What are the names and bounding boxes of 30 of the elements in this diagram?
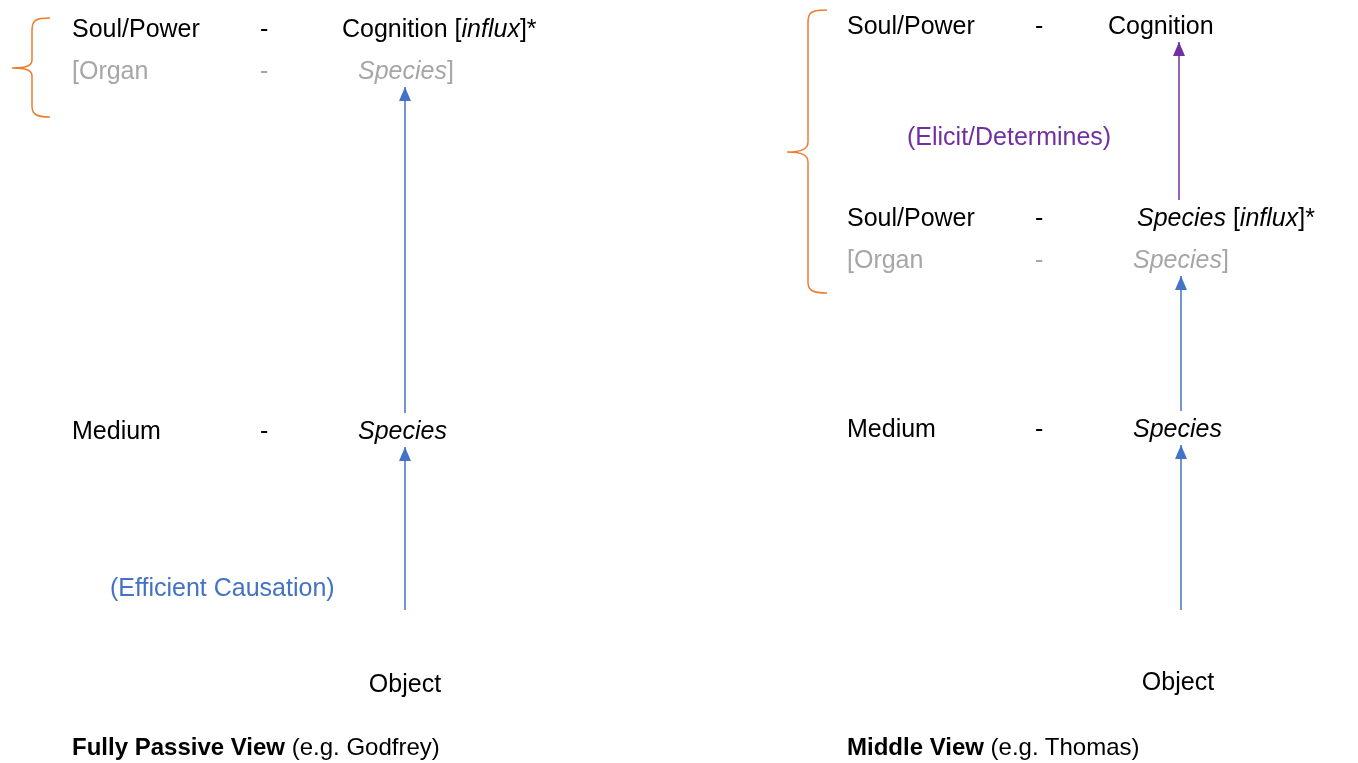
dash-separator: - (1035, 244, 1044, 275)
caption: Middle View (e.g. Thomas) (847, 732, 1140, 762)
dash-separator: - (260, 415, 269, 446)
term-label: Cognition [influx]* (342, 13, 537, 44)
term-label: Species [influx]* (1137, 202, 1315, 233)
term-label: Species (358, 415, 447, 446)
dash-separator: - (1035, 413, 1044, 444)
term-label: Soul/Power (847, 202, 975, 233)
dash-separator: - (260, 13, 269, 44)
term-label: Medium (847, 413, 936, 444)
term-label: Medium (72, 415, 161, 446)
term-label: Soul/Power (847, 10, 975, 41)
arrow (399, 86, 411, 414)
term-label: Soul/Power (72, 13, 200, 44)
arrow (1175, 444, 1187, 611)
term-label: Cognition (1108, 10, 1214, 41)
text-label: Object (1128, 664, 1228, 698)
term-label: Species (1133, 413, 1222, 444)
dash-separator: - (260, 55, 269, 86)
term-label: [Organ (847, 244, 924, 275)
text-label: Object (355, 666, 455, 700)
arrow (1175, 275, 1187, 412)
arrow (1173, 41, 1185, 201)
dash-separator: - (1035, 202, 1044, 233)
term-label: Species] (1133, 244, 1229, 275)
caption: Fully Passive View (e.g. Godfrey) (72, 732, 440, 762)
term-label: Species] (358, 55, 454, 86)
arrow (399, 446, 411, 611)
term-label: [Organ (72, 55, 149, 86)
dash-separator: - (1035, 10, 1044, 41)
